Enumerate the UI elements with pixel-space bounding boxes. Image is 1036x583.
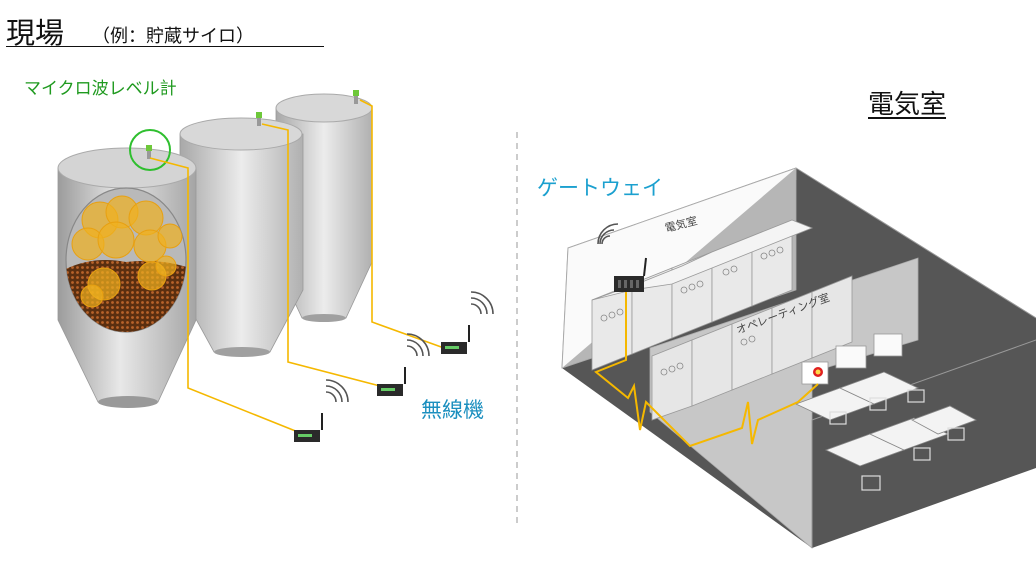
gateway-icon <box>614 257 647 292</box>
gateway-cable <box>594 292 819 448</box>
wireless-transmitter-icon <box>377 367 406 396</box>
title-underline <box>6 46 324 47</box>
radio-wave-icon <box>406 333 430 357</box>
radio-wave-icon <box>325 379 349 403</box>
page-subtitle: （例：貯蔵サイロ） <box>92 26 254 47</box>
level-sensor-label: マイクロ波レベル計 <box>24 79 177 99</box>
operator-chairs <box>829 389 965 491</box>
microwave-level-sensor-icon <box>256 112 262 126</box>
silo-front <box>57 147 197 408</box>
monitor-screens <box>835 333 903 369</box>
wireless-transmitter-icon <box>294 413 323 442</box>
radio-wave-icon <box>470 291 494 315</box>
sensor-highlight-circle <box>129 129 171 171</box>
signal-cables <box>149 99 445 433</box>
operator-desks <box>794 371 977 467</box>
wireless-unit-label: 無線機 <box>421 398 484 422</box>
control-panels-front <box>651 275 853 421</box>
microwave-level-sensor-icon <box>353 90 359 104</box>
silo-middle <box>179 117 304 357</box>
alarm-light-icon <box>801 361 829 385</box>
wireless-transmitter-icon <box>441 325 470 354</box>
microwave-level-sensor-icon <box>146 145 152 159</box>
gateway-label: ゲートウェイ <box>537 176 663 200</box>
radio-wave-icon <box>597 223 619 245</box>
electrical-room-label: 電気室 <box>868 90 947 120</box>
panel-gauges <box>600 246 784 376</box>
page-title: 現場 <box>6 16 65 50</box>
